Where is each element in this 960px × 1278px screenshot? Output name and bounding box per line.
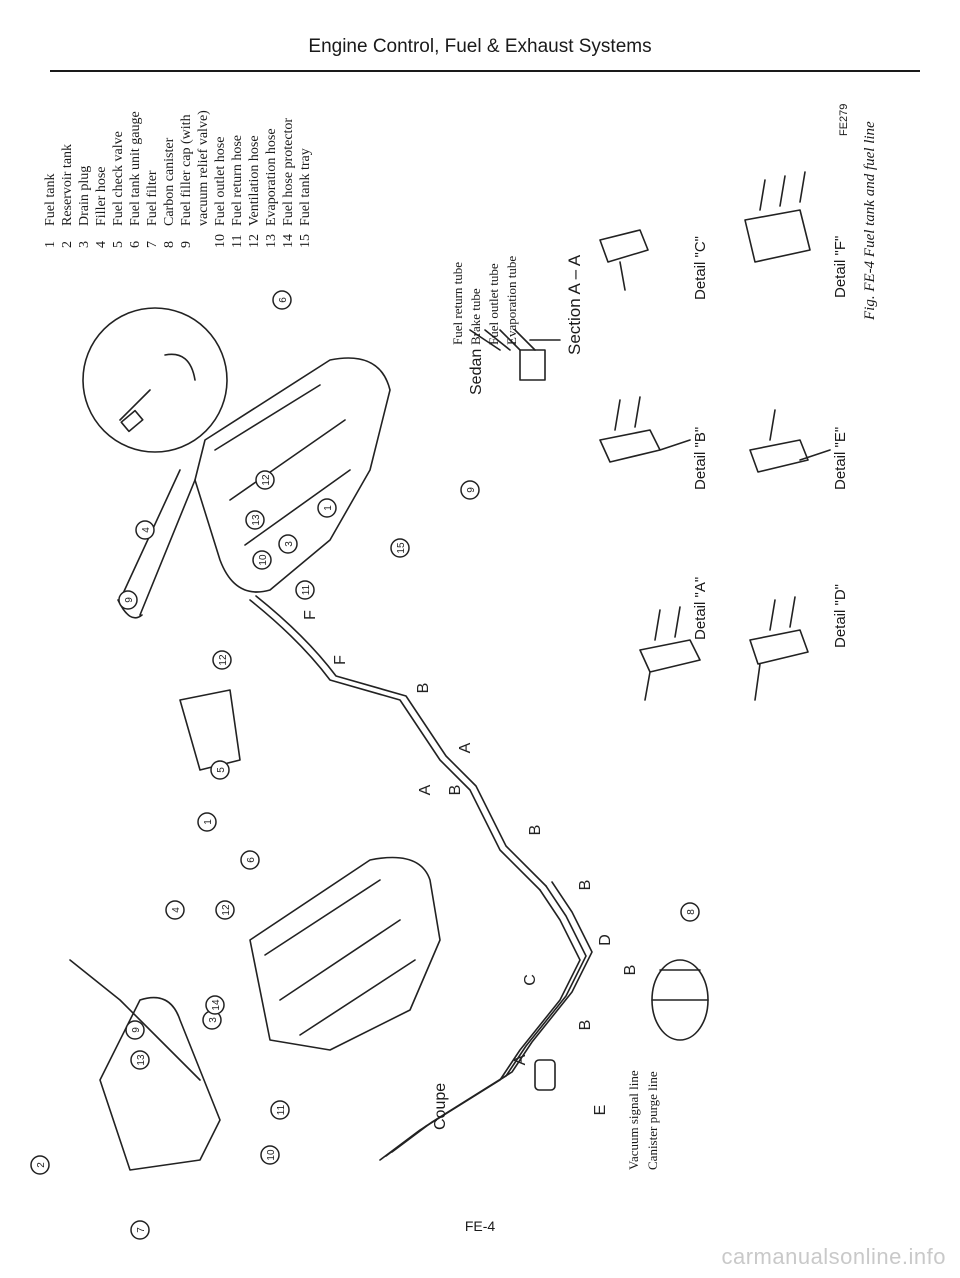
detail-f-label: Detail "F"	[832, 235, 849, 298]
arrow-letter-a: A	[457, 742, 474, 753]
arrow-letter-c: C	[522, 974, 539, 986]
callout-1: 1	[323, 505, 334, 511]
callout-10: 10	[258, 554, 269, 566]
detail-c-label: Detail "C"	[692, 236, 709, 300]
detail-a-clip	[639, 606, 701, 701]
callout-4: 4	[171, 907, 182, 913]
callout-5: 5	[216, 767, 227, 773]
tube-label-fuel-return: Fuel return tube	[450, 261, 465, 345]
tube-label-brake: Brake tube	[468, 288, 483, 345]
gauge-detail-circle	[82, 307, 228, 453]
vacuum-signal-line-label: Vacuum signal line	[626, 1070, 641, 1170]
arrow-letter-f: F	[302, 610, 319, 620]
arrow-letter-b: B	[577, 880, 594, 891]
sedan-label: Sedan	[468, 348, 485, 395]
callout-6: 6	[278, 297, 289, 303]
callout-8: 8	[686, 909, 697, 915]
detail-d-label: Detail "D"	[832, 584, 849, 648]
callout-9: 9	[466, 487, 477, 493]
detail-e-label: Detail "E"	[832, 426, 849, 490]
callout-13: 13	[251, 514, 262, 526]
detail-b-clip	[599, 396, 691, 463]
callout-6: 6	[246, 857, 257, 863]
coupe-label: Coupe	[432, 1082, 449, 1130]
detail-f-clip	[744, 171, 811, 263]
canister-purge-line-label: Canister purge line	[645, 1071, 660, 1170]
arrow-letter-d: D	[597, 934, 614, 946]
detail-b-label: Detail "B"	[692, 426, 709, 490]
figure-code: FE279	[838, 103, 850, 136]
page-header: Engine Control, Fuel & Exhaust Systems	[308, 36, 652, 57]
callout-11: 11	[301, 584, 312, 595]
coupe-reservoir-tank	[99, 996, 221, 1171]
arrow-letter-b: B	[622, 965, 639, 976]
fuel-filter	[534, 1059, 556, 1091]
arrow-letter-b: B	[447, 785, 464, 796]
callout-14: 14	[211, 999, 222, 1011]
coupe-fuel-tank	[249, 856, 441, 1051]
fuel-lines	[379, 889, 581, 1161]
arrow-letter-a: A	[512, 1054, 529, 1065]
callout-12: 12	[218, 654, 229, 666]
callout-12: 12	[221, 904, 232, 916]
callout-13: 13	[136, 1054, 147, 1066]
fuel-check-valve	[179, 689, 241, 771]
arrow-letter-b: B	[415, 683, 432, 694]
callout-12: 12	[261, 474, 272, 486]
arrow-letter-a: A	[417, 784, 434, 795]
callout-9: 9	[131, 1027, 142, 1033]
arrow-letter-e: E	[592, 1105, 609, 1116]
callout-3: 3	[208, 1017, 219, 1023]
header-rule	[50, 70, 920, 72]
callout-1: 1	[203, 819, 214, 825]
callout-2: 2	[36, 1162, 47, 1168]
callout-10: 10	[266, 1149, 277, 1161]
arrow-letter-f: F	[332, 655, 349, 665]
callout-11: 11	[276, 1104, 287, 1115]
sedan-fuel-tank	[194, 357, 391, 593]
section-aa-label: Section A – A	[565, 254, 584, 355]
callout-7: 7	[136, 1227, 147, 1233]
section-aa-sketch	[519, 339, 561, 381]
callout-4: 4	[141, 527, 152, 533]
callouts	[30, 290, 700, 1240]
detail-e-clip	[749, 409, 831, 473]
callout-15: 15	[396, 542, 407, 554]
detail-d-clip	[749, 596, 809, 701]
tube-label-evaporation: Evaporation tube	[504, 255, 519, 345]
arrow-letter-b: B	[527, 825, 544, 836]
detail-a-label: Detail "A"	[692, 576, 709, 640]
tube-label-fuel-outlet: Fuel outlet tube	[486, 263, 501, 345]
callout-3: 3	[284, 541, 295, 547]
detail-c-clip	[599, 229, 649, 291]
watermark: carmanualsonline.info	[721, 1244, 946, 1269]
arrow-letter-b: B	[577, 1020, 594, 1031]
callout-9: 9	[124, 597, 135, 603]
figure-caption: Fig. FE-4 Fuel tank and fuel line	[862, 121, 878, 320]
page-number: FE-4	[464, 1218, 496, 1234]
